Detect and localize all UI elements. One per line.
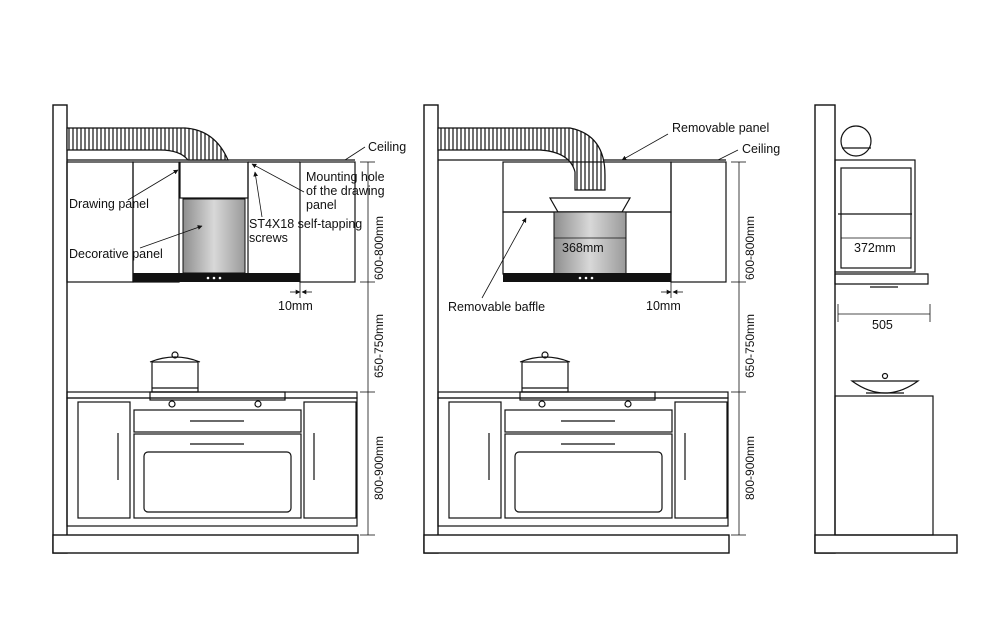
dim-clearance-left: 650-750mm — [372, 314, 386, 378]
mounting-hole-line3: panel — [306, 198, 337, 212]
flex-duct-middle — [437, 127, 606, 191]
pot-left — [149, 351, 201, 393]
wall-middle — [423, 104, 439, 554]
side-view: 372mm 505 — [814, 104, 958, 554]
hood-side — [834, 273, 929, 285]
dim-counter-left: 800-900mm — [372, 436, 386, 500]
removable-panel-label: Removable panel — [672, 121, 769, 135]
width-label-middle: 368mm — [562, 241, 604, 255]
gap-label-middle: 10mm — [646, 299, 681, 313]
drawing-panel-label: Drawing panel — [69, 197, 149, 211]
middle-view: 368mm 10mm 600-800mm 650-750mm 800-900mm — [423, 104, 780, 554]
mounting-hole-line2: of the drawing — [306, 184, 385, 198]
floor-middle — [423, 534, 730, 554]
gap-label-left: 10mm — [278, 299, 313, 313]
ceiling-label-middle: Ceiling — [742, 142, 780, 156]
width-label-side: 372mm — [854, 241, 896, 255]
dim-clearance-middle: 650-750mm — [743, 314, 757, 378]
lower-cabinet-middle — [437, 397, 729, 527]
floor-left — [52, 534, 359, 554]
removable-baffle-label: Removable baffle — [448, 300, 545, 314]
screws-label-line1: ST4X18 self-tapping — [249, 217, 362, 231]
mounting-hole-line1: Mounting hole — [306, 170, 385, 184]
removable-panel — [548, 197, 632, 213]
lower-cabinet-left — [66, 397, 358, 527]
countertop-middle — [437, 391, 729, 399]
wall-left — [52, 104, 68, 554]
depth-label-side: 505 — [872, 318, 893, 332]
pot-middle — [519, 351, 571, 393]
wok-side — [850, 372, 920, 394]
hood-body-left — [133, 273, 300, 282]
countertop-left — [66, 391, 358, 399]
wall-side — [814, 104, 836, 554]
upper-cabinet-left-c — [299, 161, 356, 283]
dim-cabinet-left: 600-800mm — [372, 216, 386, 280]
upper-cabinet-middle-right — [670, 161, 727, 283]
upper-cabinet-left-b — [132, 161, 180, 283]
duct-end-side — [840, 125, 872, 157]
lower-cabinet-side — [834, 395, 934, 536]
drawing-panel — [179, 161, 249, 199]
left-view: 10mm 600-800mm 650-750mm 800-900mm — [52, 104, 406, 554]
dim-counter-middle: 800-900mm — [743, 436, 757, 500]
ceiling-label-left: Ceiling — [368, 140, 406, 154]
dim-cabinet-middle: 600-800mm — [743, 216, 757, 280]
floor-side — [814, 534, 958, 554]
upper-cabinet-left-a — [66, 161, 134, 283]
decorative-panel-label: Decorative panel — [69, 247, 163, 261]
flex-duct-left — [66, 127, 229, 161]
decorative-panel — [182, 198, 246, 274]
screws-label-line2: screws — [249, 231, 288, 245]
upper-cabinet-side — [834, 159, 916, 273]
